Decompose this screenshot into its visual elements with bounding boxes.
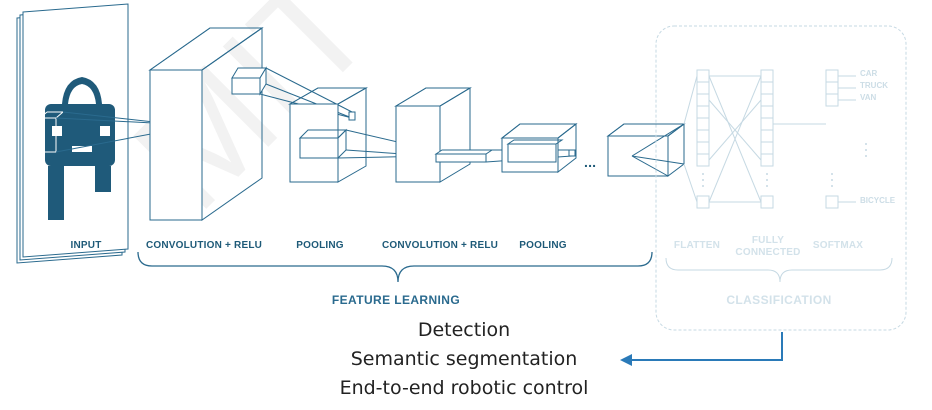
pool2-volume — [500, 122, 578, 174]
application-detection: Detection — [417, 319, 511, 341]
output-arrow — [620, 332, 783, 366]
class-label-van: VAN — [860, 93, 877, 102]
ellipsis: ... — [584, 154, 597, 170]
section-classification: CLASSIFICATION — [726, 293, 832, 307]
last-feature-volume — [606, 123, 686, 177]
layer-label-conv2: CONVOLUTION + RELU — [381, 240, 499, 251]
layer-label-fully-connected-2: CONNECTED — [735, 247, 801, 258]
layer-label-pool2: POOLING — [519, 240, 567, 251]
class-label-car: CAR — [860, 69, 878, 78]
layer-label-pool1: POOLING — [296, 240, 344, 251]
pool1-volume — [288, 87, 368, 183]
layer-label-softmax: SOFTMAX — [812, 240, 864, 251]
input-image — [16, 3, 129, 264]
fully-connected-column — [760, 69, 774, 209]
conv2-volume — [394, 87, 472, 183]
layer-label-input: INPUT — [70, 240, 102, 251]
application-semantic-segmentation: Semantic segmentation — [350, 348, 578, 370]
section-feature-learning: FEATURE LEARNING — [331, 293, 461, 307]
flatten-column — [696, 69, 710, 209]
layer-label-fully-connected-1: FULLY — [751, 235, 785, 246]
softmax-column — [825, 69, 856, 209]
feature-learning-brace — [137, 251, 653, 283]
class-label-truck: TRUCK — [860, 81, 888, 90]
layer-label-conv1: CONVOLUTION + RELU — [145, 240, 263, 251]
classification-brace — [665, 257, 893, 283]
application-robotic-control: End-to-end robotic control — [339, 377, 589, 399]
conv1-volume — [148, 27, 264, 221]
layer-label-flatten: FLATTEN — [673, 240, 721, 251]
classification-region — [655, 25, 907, 331]
class-label-bicycle: BICYCLE — [860, 196, 896, 205]
